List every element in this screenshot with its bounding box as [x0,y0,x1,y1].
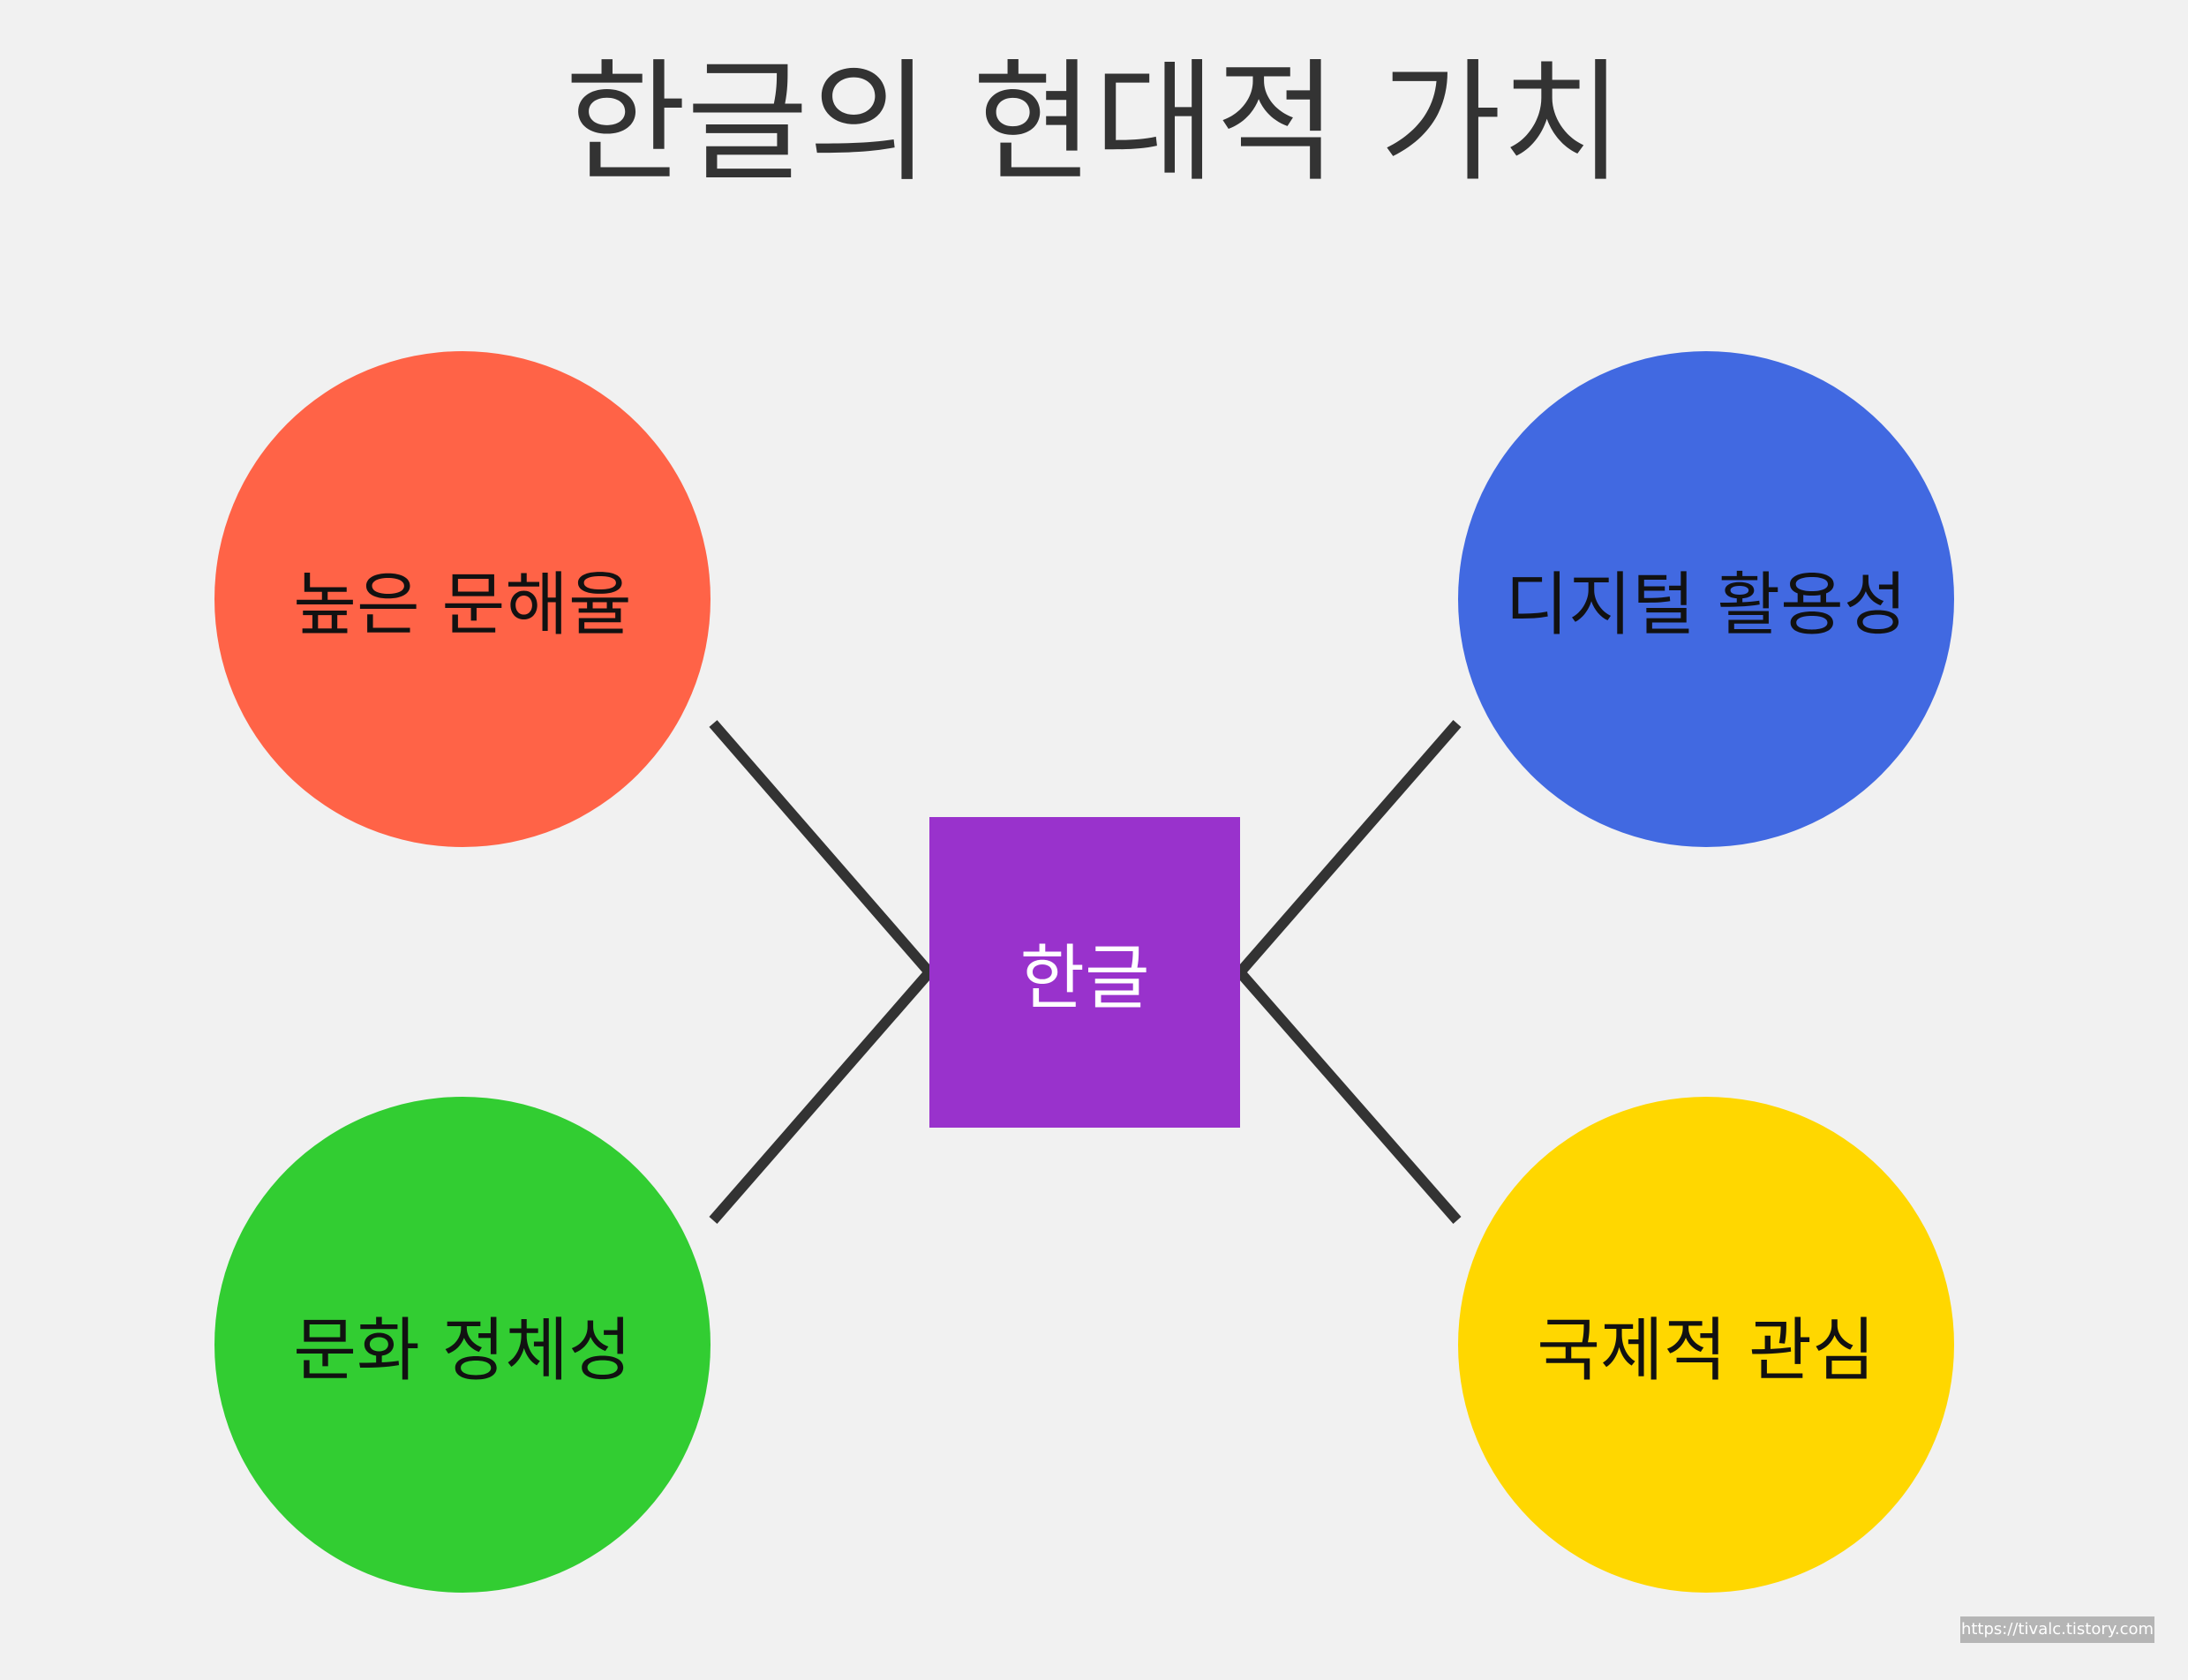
center-label: 한글 [1019,937,1150,1019]
node-label: 문화 정체성 [293,1311,632,1391]
connector-top-right [1236,720,1462,976]
node-label: 높은 문해율 [293,566,632,645]
connector-top-left [709,720,934,976]
diagram-title: 한글의 현대적 가치 [564,47,1624,200]
center-node-hangul: 한글 [929,817,1240,1128]
connector-bottom-right [1236,969,1462,1224]
node-international-interest: 국제적 관심 [1458,1097,1954,1593]
node-cultural-identity: 문화 정체성 [214,1097,711,1593]
node-label: 국제적 관심 [1537,1311,1876,1391]
watermark: https://tivalc.tistory.com [1960,1616,2154,1643]
node-digital-usability: 디지털 활용성 [1458,351,1954,847]
connector-bottom-left [709,969,934,1224]
node-high-literacy: 높은 문해율 [214,351,711,847]
node-label: 디지털 활용성 [1505,566,1907,645]
